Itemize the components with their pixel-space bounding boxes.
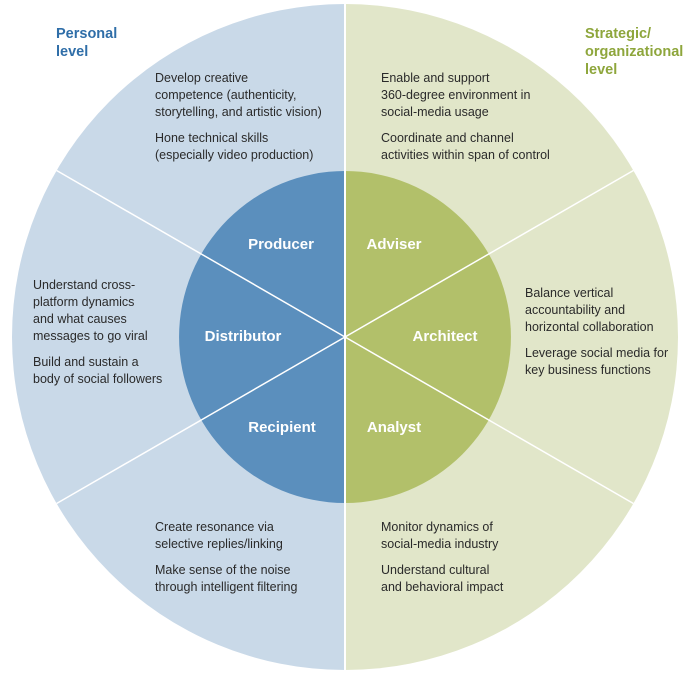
analyst-description: Monitor dynamics of social-media industr… [381,519,503,605]
analyst-point-1: Monitor dynamics of social-media industr… [381,519,503,553]
role-analyst: Analyst [367,419,421,436]
role-architect: Architect [412,328,477,345]
adviser-point-2: Coordinate and channel activities within… [381,130,550,164]
personal-level-title-line: Personal [56,26,118,42]
text-line: Understand cultural [381,563,490,577]
recipient-description: Create resonance via selective replies/l… [155,519,297,605]
adviser-description: Enable and support 360-degree environmen… [381,70,550,173]
strategic-level-title: Strategic/ organizational level [585,25,683,79]
text-line: Leverage social media for [525,346,669,360]
distributor-point-1: Understand cross- platform dynamics and … [33,277,162,345]
inner-divider-line [344,336,490,421]
recipient-point-1: Create resonance via selective replies/l… [155,519,297,553]
producer-point-2: Hone technical skills (especially video … [155,130,322,164]
text-line: Make sense of the noise [155,563,291,577]
architect-point-1: Balance vertical accountability and hori… [525,285,668,336]
text-line: body of social followers [33,372,163,386]
text-line: horizontal collaboration [525,320,654,334]
distributor-description: Understand cross- platform dynamics and … [33,277,162,397]
adviser-point-1: Enable and support 360-degree environmen… [381,70,550,121]
text-line: Develop creative [155,71,249,85]
text-line: through intelligent filtering [155,580,298,594]
analyst-point-2: Understand cultural and behavioral impac… [381,562,503,596]
text-line: Create resonance via [155,520,274,534]
inner-divider-line [200,253,346,338]
text-line: and what causes [33,312,127,326]
text-line: accountability and [525,303,626,317]
role-distributor: Distributor [205,328,282,345]
inner-circle-dividers [200,4,490,670]
text-line: activities within span of control [381,148,550,162]
text-line: 360-degree environment in [381,88,531,102]
text-line: (especially video production) [155,148,314,162]
text-line: social-media industry [381,537,499,551]
text-line: platform dynamics [33,295,135,309]
strategic-inner-circle [345,171,511,503]
text-line: Hone technical skills [155,131,269,145]
text-line: storytelling, and artistic vision) [155,105,322,119]
text-line: selective replies/linking [155,537,283,551]
text-line: and behavioral impact [381,580,504,594]
text-line: Understand cross- [33,278,136,292]
inner-divider-line [344,253,490,338]
personal-inner-circle [179,171,345,503]
strategic-outer-ring [345,4,678,670]
personal-outer-ring [12,4,345,670]
text-line: Balance vertical [525,286,614,300]
text-line: Enable and support [381,71,490,85]
strategic-level-title-line: organizational [585,44,684,60]
producer-point-1: Develop creative competence (authenticit… [155,70,322,121]
text-line: Coordinate and channel [381,131,514,145]
personal-level-title-line: level [56,44,89,60]
personal-level-title: Personal level [56,25,117,61]
text-line: key business functions [525,363,651,377]
architect-description: Balance vertical accountability and hori… [525,285,668,388]
inner-divider-line [200,336,346,421]
text-line: Build and sustain a [33,355,139,369]
strategic-level-title-line: level [585,62,618,78]
text-line: messages to go viral [33,329,148,343]
recipient-point-2: Make sense of the noise through intellig… [155,562,297,596]
distributor-point-2: Build and sustain a body of social follo… [33,354,162,388]
text-line: Monitor dynamics of [381,520,493,534]
role-producer: Producer [248,236,314,253]
text-line: social-media usage [381,105,489,119]
architect-point-2: Leverage social media for key business f… [525,345,668,379]
strategic-level-title-line: Strategic/ [585,26,652,42]
text-line: competence (authenticity, [155,88,297,102]
producer-description: Develop creative competence (authenticit… [155,70,322,173]
role-recipient: Recipient [248,419,316,436]
role-adviser: Adviser [366,236,421,253]
